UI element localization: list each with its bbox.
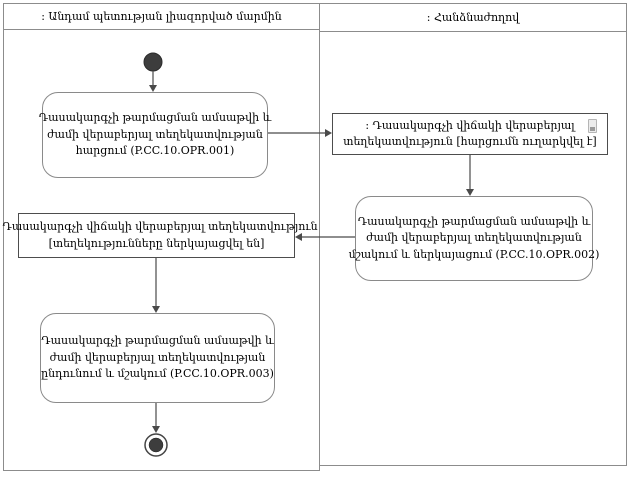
action-node-opr002: Դասակարգչի թարմացման ամսաթվի և ժամի վերա… — [349, 196, 599, 281]
object-label-line: տեղեկատվություն [հարցումն ուղարկվել է] — [343, 135, 597, 148]
object-label-line: : Դասակարգչի վիճակի վերաբերյալ տեղեկատվո… — [0, 220, 318, 233]
object-node-info-submitted: : Դասակարգչի վիճակի վերաբերյալ տեղեկատվո… — [0, 213, 318, 258]
action-node-opr001: Դասակարգչի թարմացման ամսաթվի և ժամի վերա… — [38, 92, 272, 178]
swimlane-header-commission: : Հանձնաժողով — [319, 3, 627, 32]
action-label-line: Դասակարգչի թարմացման ամսաթվի և — [357, 214, 591, 228]
action-node-opr003: Դասակարգչի թարմացման ամսաթվի և ժամի վերա… — [40, 313, 275, 403]
action-label-line: ժամի վերաբերյալ տեղեկատվության — [49, 350, 266, 364]
swimlane-title: : Հանձնաժողով — [426, 11, 520, 24]
action-label-line: Դասակարգչի թարմացման ամսաթվի և — [41, 334, 274, 348]
object-node-request-sent: : Դասակարգչի վիճակի վերաբերյալ տեղեկատվո… — [332, 113, 608, 155]
swimlane-title: : Անդամ պետության լիազորված մարմին — [41, 10, 282, 23]
swimlane-header-authorized-body: : Անդամ պետության լիազորված մարմին — [3, 3, 320, 30]
action-label-line: մշակում և ներկայացում (P.CC.10.OPR.002) — [348, 247, 600, 261]
object-marker-icon — [588, 119, 597, 133]
action-label-line: ժամի վերաբերյալ տեղեկատվության — [47, 127, 263, 141]
action-label-line: ընդունում և մշակում (P.CC.10.OPR.003) — [41, 367, 274, 381]
action-label-line: ժամի վերաբերյալ տեղեկատվության — [366, 231, 582, 245]
action-label-line: հարցում (P.CC.10.OPR.001) — [75, 144, 235, 158]
action-label-line: Դասակարգչի թարմացման ամսաթվի և — [38, 111, 272, 125]
object-label-line: [տեղեկությունները ներկայացվել են] — [48, 236, 265, 250]
object-label-line: : Դասակարգչի վիճակի վերաբերյալ — [365, 118, 575, 132]
